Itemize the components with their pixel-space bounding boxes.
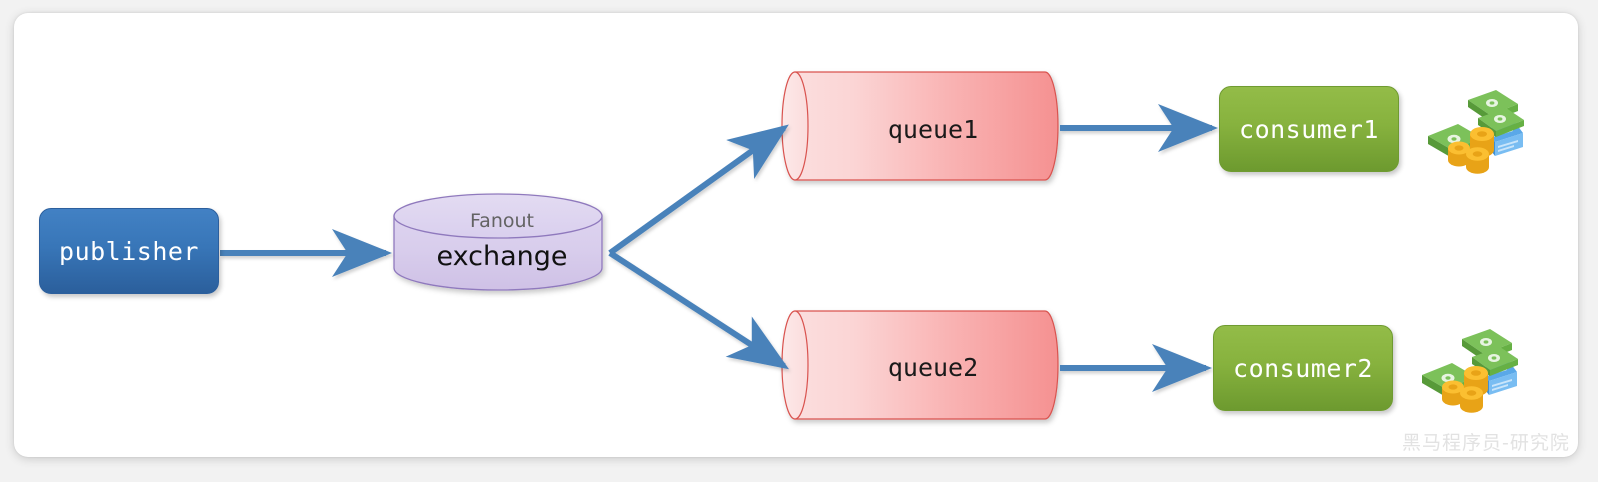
publisher-label: publisher [59, 236, 199, 266]
coin-stack-icon [1466, 147, 1489, 174]
queue1-cylinder[interactable] [781, 71, 1059, 181]
queue2-cylinder[interactable] [781, 310, 1059, 420]
node-publisher[interactable]: publisher [39, 208, 219, 294]
edge-exchange-to-queue1 [608, 124, 789, 256]
node-consumer2[interactable]: consumer2 [1213, 325, 1393, 411]
banknote-icon [1472, 347, 1518, 376]
coin-stack-icon [1442, 380, 1464, 406]
banknote-icon [1478, 108, 1524, 137]
exchange-cylinder[interactable] [393, 193, 603, 291]
node-consumer1[interactable]: consumer1 [1219, 86, 1399, 172]
money-cash-coins-icon [1428, 90, 1524, 174]
edge-exchange-to-queue2 [608, 250, 790, 370]
consumer2-label: consumer2 [1233, 353, 1373, 383]
watermark: 黑马程序员-研究院 [1402, 432, 1570, 454]
coin-stack-icon [1460, 386, 1483, 413]
consumer1-label: consumer1 [1239, 114, 1379, 144]
coin-stack-icon [1448, 141, 1470, 167]
money-cash-coins-icon [1422, 329, 1518, 413]
